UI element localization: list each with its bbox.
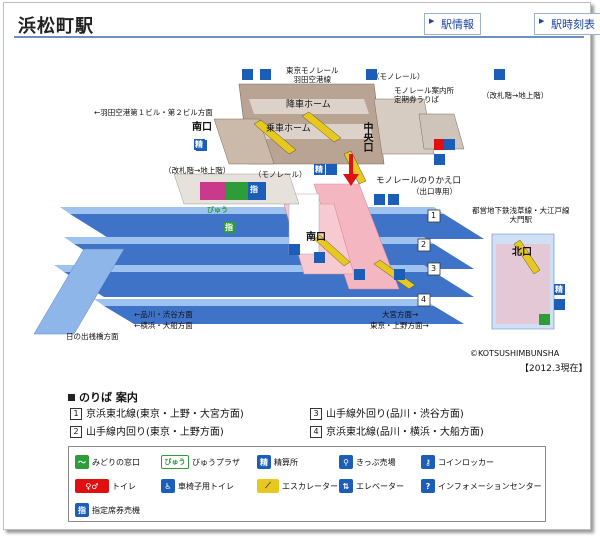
transfer-arrow [343, 154, 359, 186]
midori-label: 指 [225, 223, 233, 232]
track-1-label: 1 [431, 211, 437, 220]
label-monorail-small: （モノレール） [254, 170, 307, 179]
station-map: ←羽田空港第１ビル・第２ビル方面 東京モノレール 羽田空港線 （モノレール） モ… [14, 44, 586, 374]
label-shinagawa-left: ←品川・渋谷方面 [134, 310, 193, 319]
legend-seisan: 精精算所 [257, 455, 298, 469]
label-josha-home: 乗車ホーム [266, 124, 311, 134]
label-kosha-home: 降車ホーム [286, 100, 331, 110]
label-tokyo-ueno-right: 東京・上野方面→ [370, 321, 429, 330]
label-minamiguchi-top: 南口 [192, 122, 212, 133]
label-hinode: 日の出桟橋方面 [66, 332, 119, 341]
label-monorail-line: 東京モノレール 羽田空港線 [286, 66, 339, 84]
label-monorail-info: モノレール案内所 定期券うりば [394, 86, 454, 104]
shitei-label: 指 [250, 185, 258, 194]
legend-info: ?インフォメーションセンター [421, 479, 542, 493]
label-monorail-paren: （モノレール） [372, 72, 425, 81]
elevator-icon: ⇅ [339, 479, 353, 493]
coin-locker-icon: ⚷ [421, 455, 435, 469]
station-info-link[interactable]: 駅情報 [424, 13, 481, 35]
legend-locker: ⚷コインロッカー [421, 455, 494, 469]
track-4-label: 4 [421, 295, 427, 304]
label-kitaguchi: 北口 [512, 247, 532, 258]
station-map-drawing [33, 69, 565, 335]
track-2-label: 2 [421, 240, 427, 249]
legend-ticket: ⚲きっぷ売場 [339, 455, 396, 469]
escalator-icon: ⟋ [257, 479, 279, 493]
label-minamiguchi: 南口 [306, 232, 326, 243]
ground-entrance [173, 173, 300, 205]
wheelchair-icon: ♿ [161, 479, 175, 493]
monorail-building [213, 83, 465, 165]
track-numbers [417, 209, 441, 307]
legend-title: のりば 案内 [68, 389, 546, 405]
legend-elevator: ⇅エレベーター [339, 479, 404, 493]
reserved-seat-machine-icon: 指 [75, 503, 89, 517]
label-norikae-sub: （出口専用） [412, 187, 457, 196]
timetable-link[interactable]: 駅時刻表 [534, 13, 600, 35]
seisan-label-2: 精 [315, 165, 323, 174]
icon-legend: 〜みどりの窓口 びゅうびゅうプラザ 精精算所 ⚲きっぷ売場 ⚷コインロッカー ♀… [68, 446, 546, 522]
legend-view-plaza: びゅうびゅうプラザ [161, 455, 240, 469]
view-plaza-icon: びゅう [161, 455, 189, 469]
platform-legend: のりば 案内 [68, 389, 546, 405]
legend-midori: 〜みどりの窓口 [75, 455, 140, 469]
page-header: 浜松町駅 駅情報 駅時刻表 [14, 10, 600, 38]
track-3-label: 3 [431, 264, 437, 273]
fare-adjustment-icon: 精 [257, 455, 271, 469]
page-title: 浜松町駅 [18, 16, 94, 37]
legend-toilet: ♀♂トイレ [75, 479, 136, 493]
map-icons [194, 69, 565, 325]
seisan-label-3: 精 [555, 285, 563, 294]
label-norikae: モノレールのりかえ口 [376, 176, 462, 186]
legend-accessible-toilet: ♿車椅子用トイレ [161, 479, 234, 493]
as-of-date: 【2012.3現在】 [520, 364, 588, 374]
ticket-machine-icon: ⚲ [339, 455, 353, 469]
copyright: ©KOTSUSHIMBUNSHA [470, 349, 560, 358]
view-plaza-label: びゅう [207, 206, 228, 214]
information-icon: ? [421, 479, 435, 493]
label-kaisatsu-b1: （改札階→地上階） [482, 91, 549, 100]
label-kaisatsu-ground: （改札階→地上階） [164, 166, 231, 175]
label-toei-subway: 都営地下鉄浅草線・大江戸線 大門駅 [472, 206, 570, 224]
toilet-icon: ♀♂ [75, 479, 109, 493]
label-yokohama-left: ←横浜・大船方面 [134, 321, 193, 330]
seisan-label-1: 精 [195, 140, 203, 149]
legend-reserved-machine: 指指定席券売機 [75, 503, 140, 517]
label-chuoguchi: 中央口 [361, 122, 372, 152]
legend-escalator: ⟋エスカレーター [257, 479, 338, 493]
escalators [253, 111, 541, 290]
label-omiya-right: 大宮方面→ [382, 310, 419, 319]
midori-madoguchi-icon: 〜 [75, 455, 89, 469]
label-haneda-direction: ←羽田空港第１ビル・第２ビル方面 [94, 108, 213, 117]
